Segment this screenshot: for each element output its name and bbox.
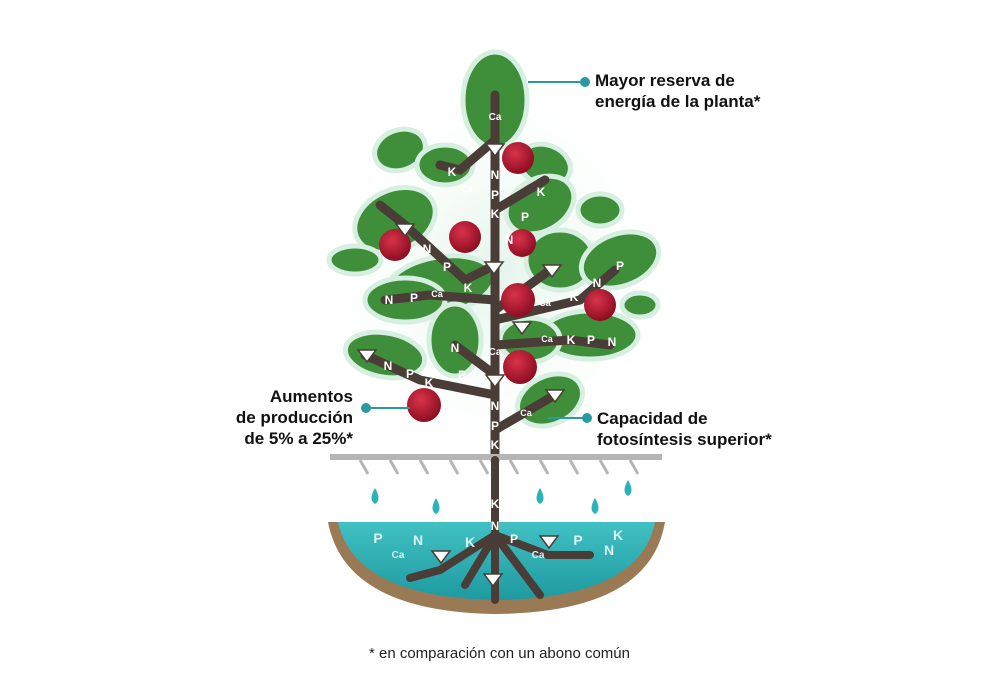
- fertilizer-icon: [430, 550, 452, 565]
- fertilizer-icon: [356, 349, 378, 364]
- nutrient-label: K: [491, 438, 500, 452]
- fertilizer-icon: [511, 321, 533, 336]
- nutrient-label: K: [448, 165, 457, 179]
- nutrient-label: N: [451, 341, 460, 355]
- nutrient-label: N: [505, 233, 514, 247]
- nutrient-label: Ca: [520, 408, 532, 418]
- apple: [503, 350, 537, 384]
- leaf: [619, 290, 661, 320]
- nutrient-label: K: [567, 333, 576, 347]
- fertilizer-icon: [484, 374, 506, 389]
- callout-line: energía de la planta*: [595, 92, 761, 111]
- nutrient-label: P: [521, 210, 529, 224]
- nutrient-label: Ca: [489, 347, 502, 358]
- nutrient-label: K: [613, 527, 623, 543]
- leaf: [372, 126, 428, 174]
- nutrient-label: P: [410, 291, 418, 305]
- water-drop: [591, 498, 599, 514]
- callout-energy-reserve: Mayor reserva de energía de la planta*: [595, 70, 760, 112]
- nutrient-label: P: [587, 333, 595, 347]
- apple: [501, 283, 535, 317]
- leaf: [578, 229, 662, 291]
- nutrient-label: K: [570, 290, 579, 304]
- fertilizer-icon: [394, 223, 416, 238]
- callout-photosynthesis: Capacidad de fotosíntesis superior*: [597, 408, 772, 450]
- callout-line: de 5% a 25%*: [244, 429, 353, 448]
- fertilizer-icon: [541, 264, 563, 279]
- ground-hooks: [358, 459, 640, 475]
- nutrient-label: P: [510, 532, 518, 546]
- nutrient-label: Ca: [392, 550, 405, 561]
- callout-lines: [361, 77, 592, 423]
- nutrient-label: K: [537, 185, 546, 199]
- fertilizer-icon: [482, 573, 504, 588]
- water-drops: [371, 480, 632, 514]
- callout-line: Aumentos: [269, 387, 353, 406]
- callout-line: de producción: [235, 408, 353, 427]
- nutrient-label: N: [491, 519, 500, 533]
- apple: [584, 289, 616, 321]
- nutrient-label: N: [608, 335, 617, 349]
- nutrient-label: N: [423, 242, 432, 256]
- apple: [502, 142, 534, 174]
- apple: [449, 221, 481, 253]
- leaf: [326, 243, 384, 277]
- nutrient-label: K: [425, 376, 434, 390]
- nutrient-label: Ca: [539, 298, 551, 308]
- roots: [406, 456, 594, 604]
- nutrient-label: Ca: [431, 289, 443, 299]
- water-drop: [624, 480, 632, 496]
- leaf: [426, 301, 484, 379]
- nutrient-label: N: [491, 399, 500, 413]
- nutrient-label: K: [464, 281, 473, 295]
- water-drop: [536, 488, 544, 504]
- water-drop: [371, 488, 379, 504]
- apple: [508, 229, 536, 257]
- nutrient-label: Ca: [461, 184, 473, 194]
- nutrient-label: K: [465, 534, 475, 550]
- fertilizer-icon: [544, 389, 566, 404]
- callout-line: fotosíntesis superior*: [597, 430, 772, 449]
- nutrient-label: K: [491, 207, 500, 221]
- nutrient-label: K: [491, 497, 500, 511]
- nutrient-label: N: [593, 276, 602, 290]
- fertilizer-badges: [356, 143, 566, 588]
- nutrient-label: N: [384, 359, 393, 373]
- water-drop: [432, 498, 440, 514]
- nutrient-label: P: [573, 532, 582, 548]
- nutrient-label: P: [406, 367, 414, 381]
- nutrient-label: Ca: [541, 334, 553, 344]
- leaf: [342, 329, 428, 381]
- apple: [407, 388, 441, 422]
- nutrient-label: P: [616, 259, 624, 273]
- nutrient-label: P: [373, 530, 382, 546]
- nutrient-label: Ca: [489, 112, 502, 123]
- nutrient-label: P: [491, 419, 499, 433]
- apples: [379, 142, 616, 422]
- fertilizer-icon: [538, 535, 560, 550]
- nutrient-label: N: [413, 532, 423, 548]
- nutrient-labels: Ca N P K N P K N P K Ca K Ca K P N N P N…: [373, 112, 624, 561]
- callout-line: Mayor reserva de: [595, 71, 735, 90]
- fertilizer-icon: [484, 143, 506, 158]
- apple: [379, 229, 411, 261]
- fertilizer-icon: [483, 261, 505, 276]
- nutrient-label: P: [458, 368, 466, 382]
- nutrient-label: N: [604, 542, 614, 558]
- nutrient-label: Ca: [532, 550, 545, 561]
- nutrient-label: P: [491, 188, 499, 202]
- callout-production: Aumentos de producción de 5% a 25%*: [236, 386, 353, 449]
- nutrient-label: P: [443, 260, 451, 274]
- leaf: [575, 191, 625, 229]
- nutrient-label: N: [385, 293, 394, 307]
- footnote: * en comparación con un abono común: [368, 645, 630, 662]
- nutrient-label: N: [491, 168, 500, 182]
- callout-line: Capacidad de: [597, 409, 708, 428]
